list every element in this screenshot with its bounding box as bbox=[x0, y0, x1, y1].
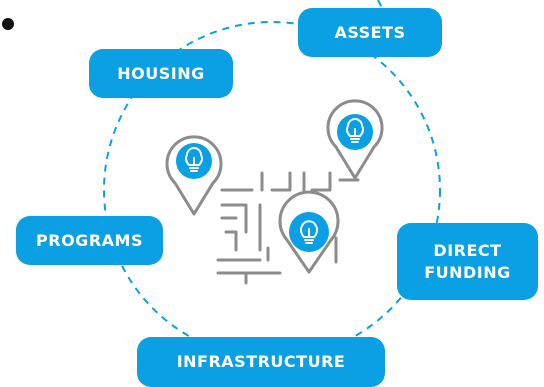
maze-path-icon bbox=[216, 171, 360, 285]
direct-funding-label: DIRECT FUNDING bbox=[397, 223, 538, 300]
lightbulb-icon bbox=[184, 147, 204, 172]
infrastructure-label: INFRASTRUCTURE bbox=[137, 337, 385, 387]
lightbulb-map-pin-icon bbox=[326, 99, 384, 180]
lightbulb-map-pin-icon bbox=[278, 190, 340, 274]
housing-label: HOUSING bbox=[89, 49, 233, 98]
infrastructure-text: INFRASTRUCTURE bbox=[176, 352, 346, 372]
housing-text: HOUSING bbox=[117, 63, 205, 83]
bullet-dot-icon bbox=[2, 18, 14, 30]
lightbulb-icon bbox=[345, 118, 365, 143]
assets-label: ASSETS bbox=[298, 8, 442, 57]
direct-funding-text-line2: FUNDING bbox=[424, 262, 511, 282]
programs-text: PROGRAMS bbox=[36, 230, 143, 250]
lightbulb-icon bbox=[299, 220, 319, 244]
direct-funding-text-line1: DIRECT bbox=[433, 240, 502, 260]
programs-label: PROGRAMS bbox=[16, 216, 163, 265]
lightbulb-map-pin-icon bbox=[165, 135, 223, 216]
assets-text: ASSETS bbox=[334, 22, 406, 42]
